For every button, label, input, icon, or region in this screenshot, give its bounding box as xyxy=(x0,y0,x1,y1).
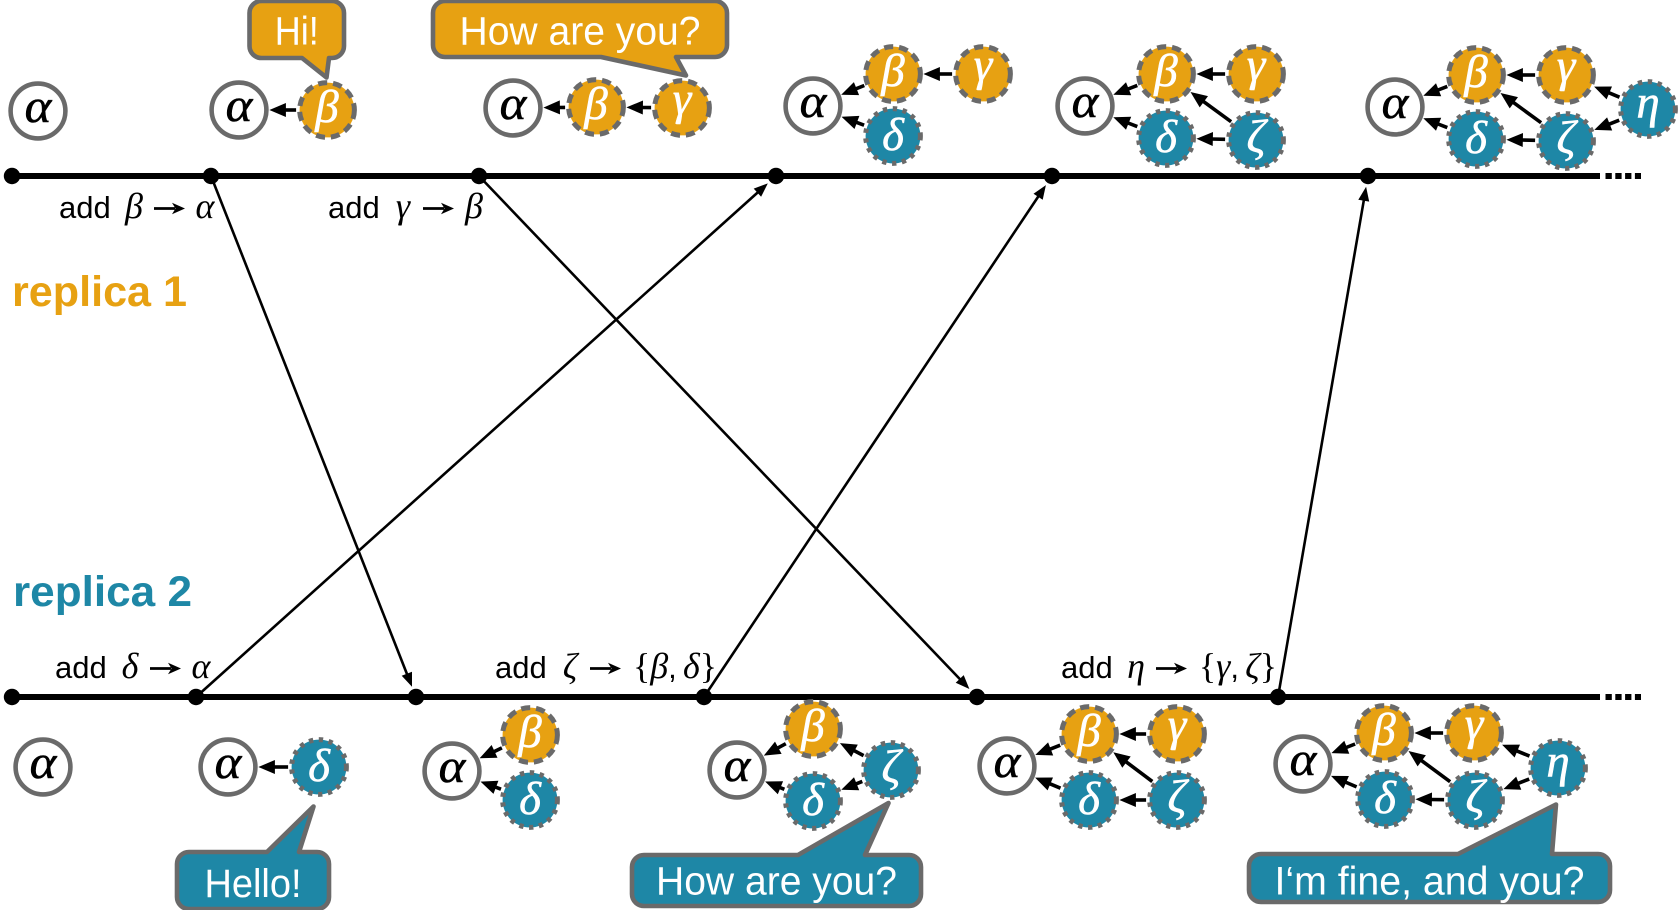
svg-text:α: α xyxy=(439,739,467,792)
svg-text:α: α xyxy=(196,186,216,226)
svg-text:β: β xyxy=(1463,46,1488,98)
svg-text:ζ: ζ xyxy=(881,741,903,793)
svg-text:η: η xyxy=(1127,646,1145,686)
svg-text:δ: δ xyxy=(308,740,331,792)
svg-text:α: α xyxy=(500,76,528,129)
svg-text:α: α xyxy=(226,78,254,131)
svg-text:{β, δ}: {β, δ} xyxy=(633,646,717,686)
svg-text:replica 2: replica 2 xyxy=(13,568,192,616)
svg-text:α: α xyxy=(800,74,828,127)
svg-text:{γ, ζ}: {γ, ζ} xyxy=(1199,646,1277,686)
svg-text:β: β xyxy=(583,78,608,130)
svg-text:α: α xyxy=(30,735,58,788)
svg-text:γ: γ xyxy=(1557,40,1577,92)
svg-text:γ: γ xyxy=(1247,39,1267,91)
svg-text:add: add xyxy=(495,650,547,685)
svg-text:α: α xyxy=(994,734,1022,787)
svg-text:add: add xyxy=(1061,650,1113,685)
svg-text:α: α xyxy=(724,738,752,791)
svg-text:I‘m fine, and you?: I‘m fine, and you? xyxy=(1275,860,1585,904)
svg-text:δ: δ xyxy=(1374,772,1397,824)
svg-text:α: α xyxy=(1072,74,1100,127)
svg-text:add: add xyxy=(59,190,111,225)
svg-text:Hello!: Hello! xyxy=(205,862,302,906)
svg-text:α: α xyxy=(25,79,53,132)
svg-text:α: α xyxy=(1290,732,1318,785)
svg-text:α: α xyxy=(192,646,212,686)
svg-text:δ: δ xyxy=(882,109,905,161)
svg-text:How are you?: How are you? xyxy=(656,860,897,904)
svg-text:How are you?: How are you? xyxy=(460,10,701,54)
svg-text:β: β xyxy=(464,186,483,226)
svg-text:δ: δ xyxy=(519,773,542,825)
svg-text:add: add xyxy=(55,650,107,685)
svg-text:β: β xyxy=(124,186,143,226)
svg-text:α: α xyxy=(1382,75,1410,128)
svg-text:ζ: ζ xyxy=(1556,112,1578,164)
svg-text:ζ: ζ xyxy=(563,646,580,686)
svg-text:γ: γ xyxy=(1465,698,1485,750)
svg-text:γ: γ xyxy=(673,73,693,125)
svg-text:β: β xyxy=(1371,704,1396,756)
svg-text:β: β xyxy=(517,706,542,758)
svg-text:η: η xyxy=(1546,736,1569,788)
svg-text:δ: δ xyxy=(122,646,140,686)
svg-text:add: add xyxy=(328,190,380,225)
svg-text:β: β xyxy=(1153,45,1178,97)
svg-text:η: η xyxy=(1636,77,1659,129)
svg-text:ζ: ζ xyxy=(1167,771,1189,823)
svg-text:ζ: ζ xyxy=(1246,111,1268,163)
svg-text:ζ: ζ xyxy=(1465,771,1487,823)
svg-text:δ: δ xyxy=(1078,773,1101,825)
svg-text:β: β xyxy=(1076,705,1101,757)
svg-text:Hi!: Hi! xyxy=(275,10,319,54)
svg-text:δ: δ xyxy=(802,774,825,826)
svg-text:α: α xyxy=(215,735,243,788)
svg-text:γ: γ xyxy=(396,186,411,226)
svg-text:β: β xyxy=(314,81,339,133)
svg-text:δ: δ xyxy=(1465,112,1488,164)
svg-text:replica 1: replica 1 xyxy=(12,268,187,316)
svg-text:β: β xyxy=(880,45,905,97)
svg-text:γ: γ xyxy=(1168,699,1188,751)
svg-text:β: β xyxy=(800,700,825,752)
svg-text:γ: γ xyxy=(974,39,994,91)
svg-text:δ: δ xyxy=(1155,111,1178,163)
